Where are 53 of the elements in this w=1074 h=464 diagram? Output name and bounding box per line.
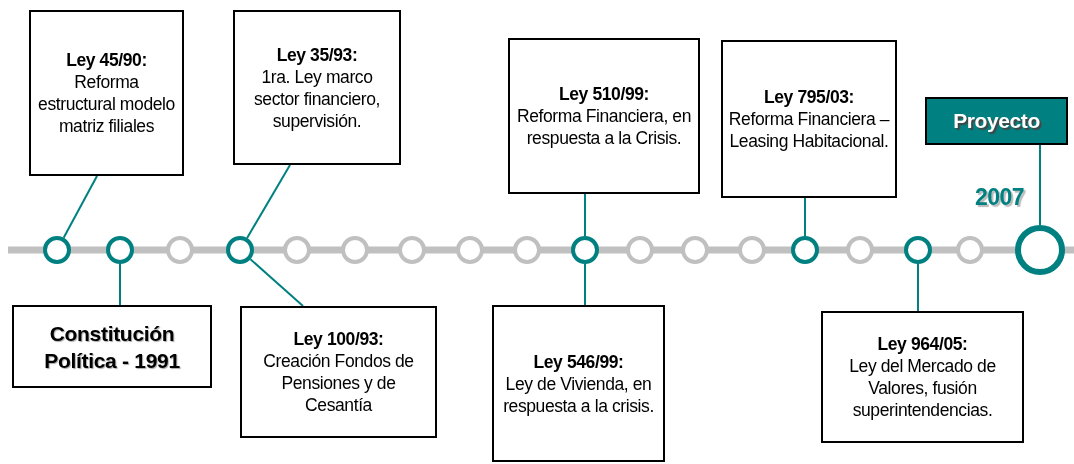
event-title: Constitución Política - 1991 <box>43 320 181 374</box>
leader-line <box>1039 144 1041 226</box>
timeline-marker <box>341 236 369 264</box>
project-box <box>925 97 1068 145</box>
timeline-marker <box>626 236 654 264</box>
timeline-marker <box>166 236 194 264</box>
event-box <box>821 311 1024 443</box>
law-title: Ley 795/03: <box>764 86 854 108</box>
event-box <box>12 305 212 388</box>
event-box <box>492 305 665 462</box>
law-description: Reforma Financiera, en respuesta a la Crisis. <box>515 105 693 149</box>
law-title: Ley 964/05: <box>877 333 968 355</box>
leader-line <box>119 263 121 306</box>
timeline-marker <box>513 236 541 264</box>
law-title: Ley 35/93: <box>276 43 358 66</box>
law-description: Ley del Mercado de Valores, fusión superintendencias. <box>848 355 997 421</box>
leader-line <box>246 164 291 239</box>
timeline-marker <box>904 236 932 264</box>
event-box <box>233 10 401 165</box>
leader-line <box>249 258 304 307</box>
law-description: 1ra. Ley marco sector financiero, supervisión. <box>252 65 382 132</box>
leader-line <box>804 197 806 237</box>
year-label: 2007 <box>975 184 1025 211</box>
event-box <box>29 10 184 176</box>
law-title: Ley 546/99: <box>533 350 624 373</box>
project-title: Proyecto <box>953 110 1040 132</box>
timeline-marker <box>456 236 484 264</box>
timeline-marker <box>106 236 134 264</box>
law-title: Ley 100/93: <box>293 328 384 350</box>
law-description: Ley de Vivienda, en respuesta a la crisis. <box>502 372 655 417</box>
timeline-marker <box>1015 225 1065 275</box>
leader-line <box>584 263 586 306</box>
law-title: Ley 45/90: <box>66 49 147 71</box>
leader-line <box>584 193 586 237</box>
timeline-marker <box>226 236 254 264</box>
law-description: Reforma estructural modelo matriz filiales <box>37 71 176 137</box>
timeline-marker <box>846 236 874 264</box>
timeline-marker <box>738 236 766 264</box>
timeline-marker <box>283 236 311 264</box>
event-box <box>721 40 897 198</box>
timeline-marker <box>791 236 819 264</box>
timeline-marker <box>681 236 709 264</box>
leader-line <box>62 175 98 239</box>
law-description: Creación Fondos de Pensiones y de Cesantía <box>262 350 415 416</box>
law-title: Ley 510/99: <box>559 83 649 105</box>
timeline-marker <box>43 236 71 264</box>
event-box <box>240 306 437 438</box>
event-box <box>508 38 700 194</box>
leader-line <box>917 263 919 312</box>
law-description: Reforma Financiera – Leasing Habitacional. <box>727 108 891 152</box>
timeline-marker <box>956 236 984 264</box>
timeline-marker <box>571 236 599 264</box>
timeline-marker <box>398 236 426 264</box>
